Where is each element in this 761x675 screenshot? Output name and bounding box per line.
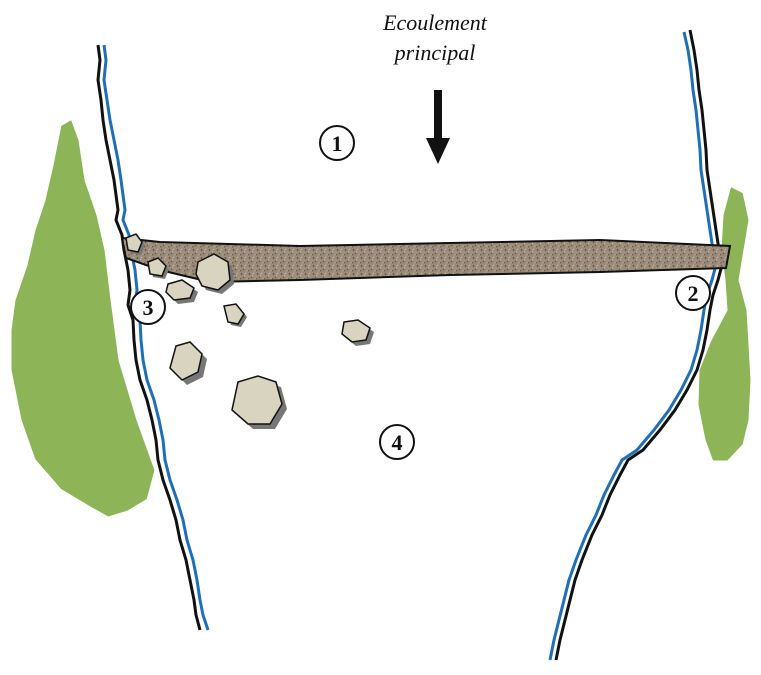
rock [170,342,207,385]
right-water-line [550,32,716,660]
zone-marker-3: 3 [131,290,165,324]
arrow-down-icon [426,90,450,164]
zone-marker-2-label: 2 [688,281,699,306]
rock [224,304,247,327]
rock [166,280,198,304]
rock [232,376,287,429]
zone-marker-4: 4 [380,425,414,459]
zone-marker-2: 2 [676,276,710,310]
zone-marker-1: 1 [320,126,354,160]
right-vegetation [697,185,752,462]
rock [342,320,374,346]
zone-marker-1-label: 1 [332,131,343,156]
zone-marker-3-label: 3 [143,295,154,320]
left-water-line [104,45,208,630]
zone-marker-4-label: 4 [392,430,403,455]
